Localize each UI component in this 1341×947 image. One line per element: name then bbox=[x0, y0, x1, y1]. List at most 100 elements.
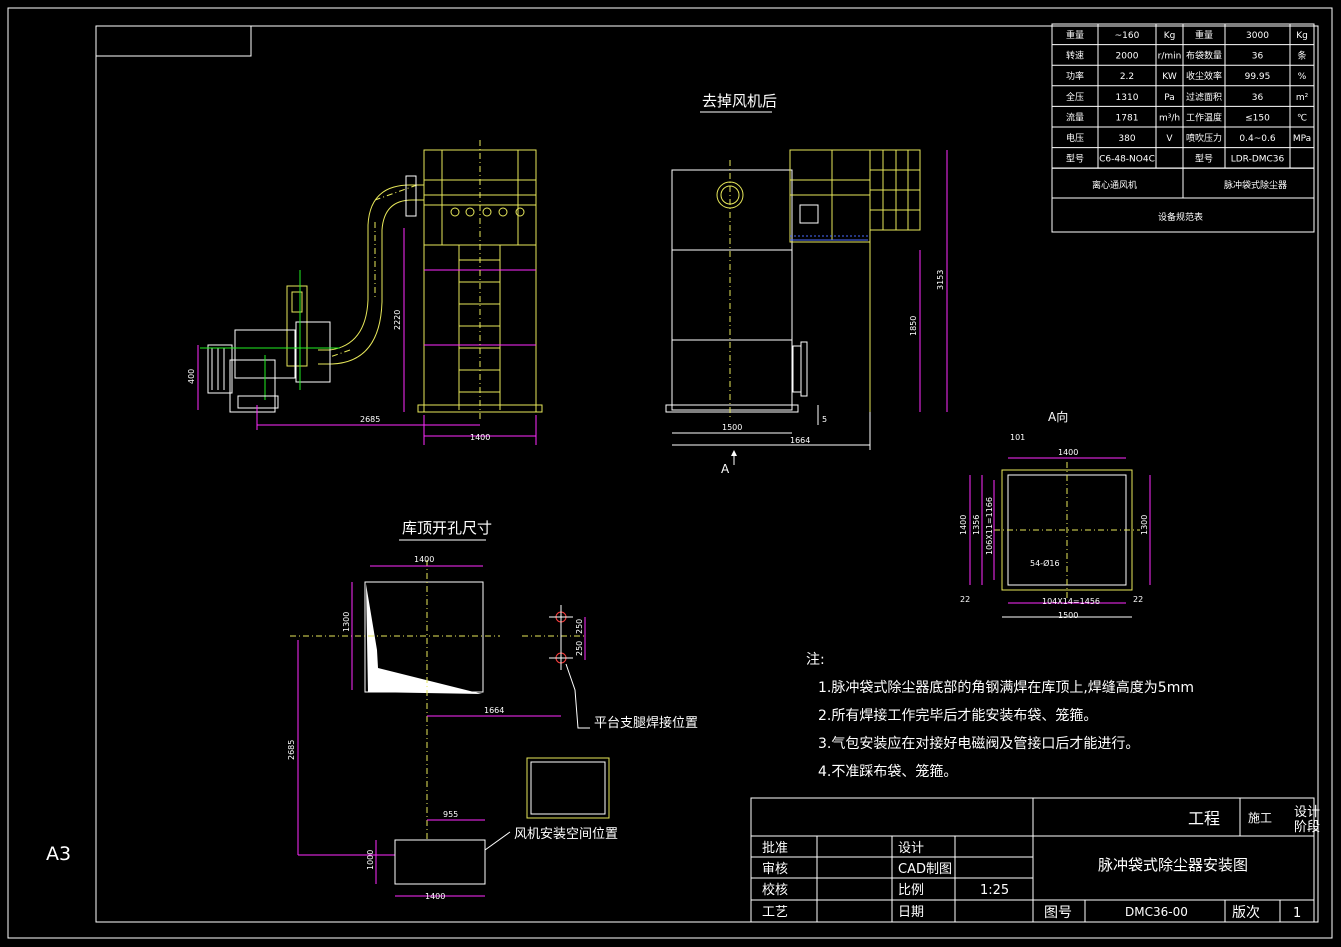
dim-1850-front: 1850 bbox=[909, 316, 918, 336]
spec-cell: 3000 bbox=[1246, 31, 1269, 41]
spec-cell: Kg bbox=[1164, 31, 1176, 41]
dim-1664-roof: 1664 bbox=[484, 706, 504, 715]
spec-cell: 布袋数量 bbox=[1186, 50, 1222, 62]
title-block: 工程 施工 设计 阶段 脉冲袋式除尘器安装图 批准 审核 校核 工艺 设计 CA… bbox=[750, 797, 1320, 923]
tb-stage-line2: 阶段 bbox=[1294, 820, 1320, 835]
sheet-size-label: A3 bbox=[46, 843, 71, 865]
dim-5-front: 5 bbox=[822, 415, 827, 424]
dim-22-a-right: 22 bbox=[1133, 595, 1143, 604]
spec-cell: C6-48-NO4C bbox=[1099, 155, 1155, 165]
spec-cell: 型号 bbox=[1195, 154, 1213, 165]
spec-cell: 电压 bbox=[1066, 132, 1084, 144]
spec-cell: 流量 bbox=[1066, 111, 1084, 123]
spec-cell: ℃ bbox=[1297, 113, 1307, 123]
roof-opening-label: 库顶开孔尺寸 bbox=[402, 519, 492, 537]
spec-caption: 设备规范表 bbox=[1158, 211, 1203, 223]
dim-250-roof-a: 250 bbox=[575, 619, 584, 634]
notes: 注: 1.脉冲袋式除尘器底部的角钢满焊在库顶上,焊缝高度为5mm 2.所有焊接工… bbox=[806, 652, 1194, 780]
dim-101-a: 101 bbox=[1010, 433, 1025, 442]
spec-cell: Pa bbox=[1164, 93, 1175, 103]
dim-1400-side: 1400 bbox=[470, 433, 490, 442]
drawing-frame bbox=[95, 25, 1319, 923]
dim-1400-roof: 1400 bbox=[414, 555, 434, 564]
spec-cell: ≤150 bbox=[1245, 113, 1270, 123]
dim-400-side: 400 bbox=[187, 369, 196, 384]
spec-cell: 条 bbox=[1297, 50, 1306, 62]
dim-54-a: 54-Ø16 bbox=[1030, 558, 1060, 568]
spec-cell: LDR-DMC36 bbox=[1231, 155, 1285, 165]
spec-cell: 2000 bbox=[1116, 52, 1139, 62]
spec-cell: Kg bbox=[1296, 31, 1308, 41]
dim-22-a-left: 22 bbox=[960, 595, 970, 604]
spec-cell: 36 bbox=[1252, 52, 1264, 62]
dim-1400-a: 1400 bbox=[1058, 448, 1078, 457]
note-3: 3.气包安装应在对接好电磁阀及管接口后才能进行。 bbox=[818, 735, 1139, 752]
tb-stage-line1: 设计 bbox=[1294, 805, 1320, 820]
spec-cell: KW bbox=[1162, 72, 1177, 82]
spec-cell: 功率 bbox=[1066, 70, 1084, 82]
spec-cell: r/min bbox=[1158, 52, 1182, 62]
spec-cell: % bbox=[1298, 72, 1307, 82]
tb-label-3: 比例 bbox=[898, 883, 924, 898]
dim-1664-front: 1664 bbox=[790, 436, 810, 445]
tb-label-1: 设计 bbox=[898, 841, 924, 856]
front-view-without-fan bbox=[665, 149, 921, 420]
spec-cell: MPa bbox=[1293, 134, 1311, 144]
tb-revision: 1 bbox=[1293, 906, 1301, 921]
notes-title: 注: bbox=[806, 652, 825, 668]
spec-left-name: 离心通风机 bbox=[1092, 179, 1137, 191]
a-arrow-label: A bbox=[721, 462, 730, 476]
a-view-flange bbox=[994, 462, 1140, 598]
dim-1000-fan: 1000 bbox=[366, 850, 375, 870]
platform-leg-label: 平台支腿焊接位置 bbox=[594, 715, 698, 731]
tb-stage-prefix: 施工 bbox=[1248, 811, 1272, 825]
spec-cell: m² bbox=[1296, 93, 1309, 103]
tb-revision-label: 版次 bbox=[1232, 905, 1260, 921]
fan-space-label: 风机安装空间位置 bbox=[514, 827, 618, 842]
tb-drawing-no: DMC36-00 bbox=[1125, 905, 1188, 919]
spec-cell: 36 bbox=[1252, 93, 1264, 103]
front-view-dimensions: 1500 1664 5 1850 3153 A bbox=[672, 150, 948, 476]
tb-drawing-no-label: 图号 bbox=[1044, 905, 1072, 921]
tb-role-3: 校核 bbox=[762, 882, 788, 898]
dim-1356-a: 1356 bbox=[972, 515, 981, 535]
tb-role-1: 批准 bbox=[762, 841, 788, 856]
spec-cell: 转速 bbox=[1066, 50, 1084, 62]
dim-104-a: 104X14=1456 bbox=[1042, 597, 1100, 606]
spec-cell: 1310 bbox=[1116, 93, 1139, 103]
dim-3153-front: 3153 bbox=[936, 270, 945, 290]
side-view-dimensions: 2685 1400 400 2220 bbox=[187, 228, 537, 445]
spec-cell: 2.2 bbox=[1120, 72, 1134, 82]
spec-cell: 380 bbox=[1118, 134, 1135, 144]
outer-border bbox=[7, 7, 1333, 939]
a-view-dimensions: A向 1400 101 1400 1356 106X11=1166 1300 5… bbox=[959, 409, 1151, 620]
tb-role-2: 审核 bbox=[762, 862, 788, 877]
side-view-with-fan bbox=[200, 140, 543, 420]
tb-label-2: CAD制图 bbox=[898, 862, 952, 877]
spec-cell: m³/h bbox=[1159, 113, 1180, 123]
spec-cell: 重量 bbox=[1066, 29, 1084, 41]
spec-cell: 99.95 bbox=[1245, 72, 1271, 82]
spec-cell: 工作温度 bbox=[1186, 111, 1222, 123]
spec-cell: 型号 bbox=[1066, 154, 1084, 165]
dim-106-a: 106X11=1166 bbox=[985, 497, 994, 555]
spec-cell: 全压 bbox=[1066, 91, 1084, 103]
note-2: 2.所有焊接工作完毕后才能安装布袋、笼箍。 bbox=[818, 707, 1097, 724]
tb-role-4: 工艺 bbox=[762, 905, 788, 920]
note-1: 1.脉冲袋式除尘器底部的角钢满焊在库顶上,焊缝高度为5mm bbox=[818, 679, 1194, 696]
spec-cell: 过滤面积 bbox=[1186, 91, 1222, 103]
dim-1400-a-left: 1400 bbox=[959, 515, 968, 535]
dim-1500-a: 1500 bbox=[1058, 611, 1078, 620]
spec-cell: 重量 bbox=[1195, 29, 1213, 41]
note-4: 4.不准踩布袋、笼箍。 bbox=[818, 763, 957, 780]
tb-label-4: 日期 bbox=[898, 905, 924, 920]
tb-project: 工程 bbox=[1188, 809, 1220, 828]
spec-cell: 0.4~0.6 bbox=[1239, 134, 1275, 144]
spec-right-name: 脉冲袋式除尘器 bbox=[1224, 179, 1287, 191]
dim-2685-roof: 2685 bbox=[287, 740, 296, 760]
dim-1300-roof: 1300 bbox=[342, 612, 351, 632]
roof-opening-view: 1400 1300 250 250 1664 2685 平台支腿焊接位置 100… bbox=[287, 555, 698, 901]
dim-250-roof-b: 250 bbox=[575, 641, 584, 656]
